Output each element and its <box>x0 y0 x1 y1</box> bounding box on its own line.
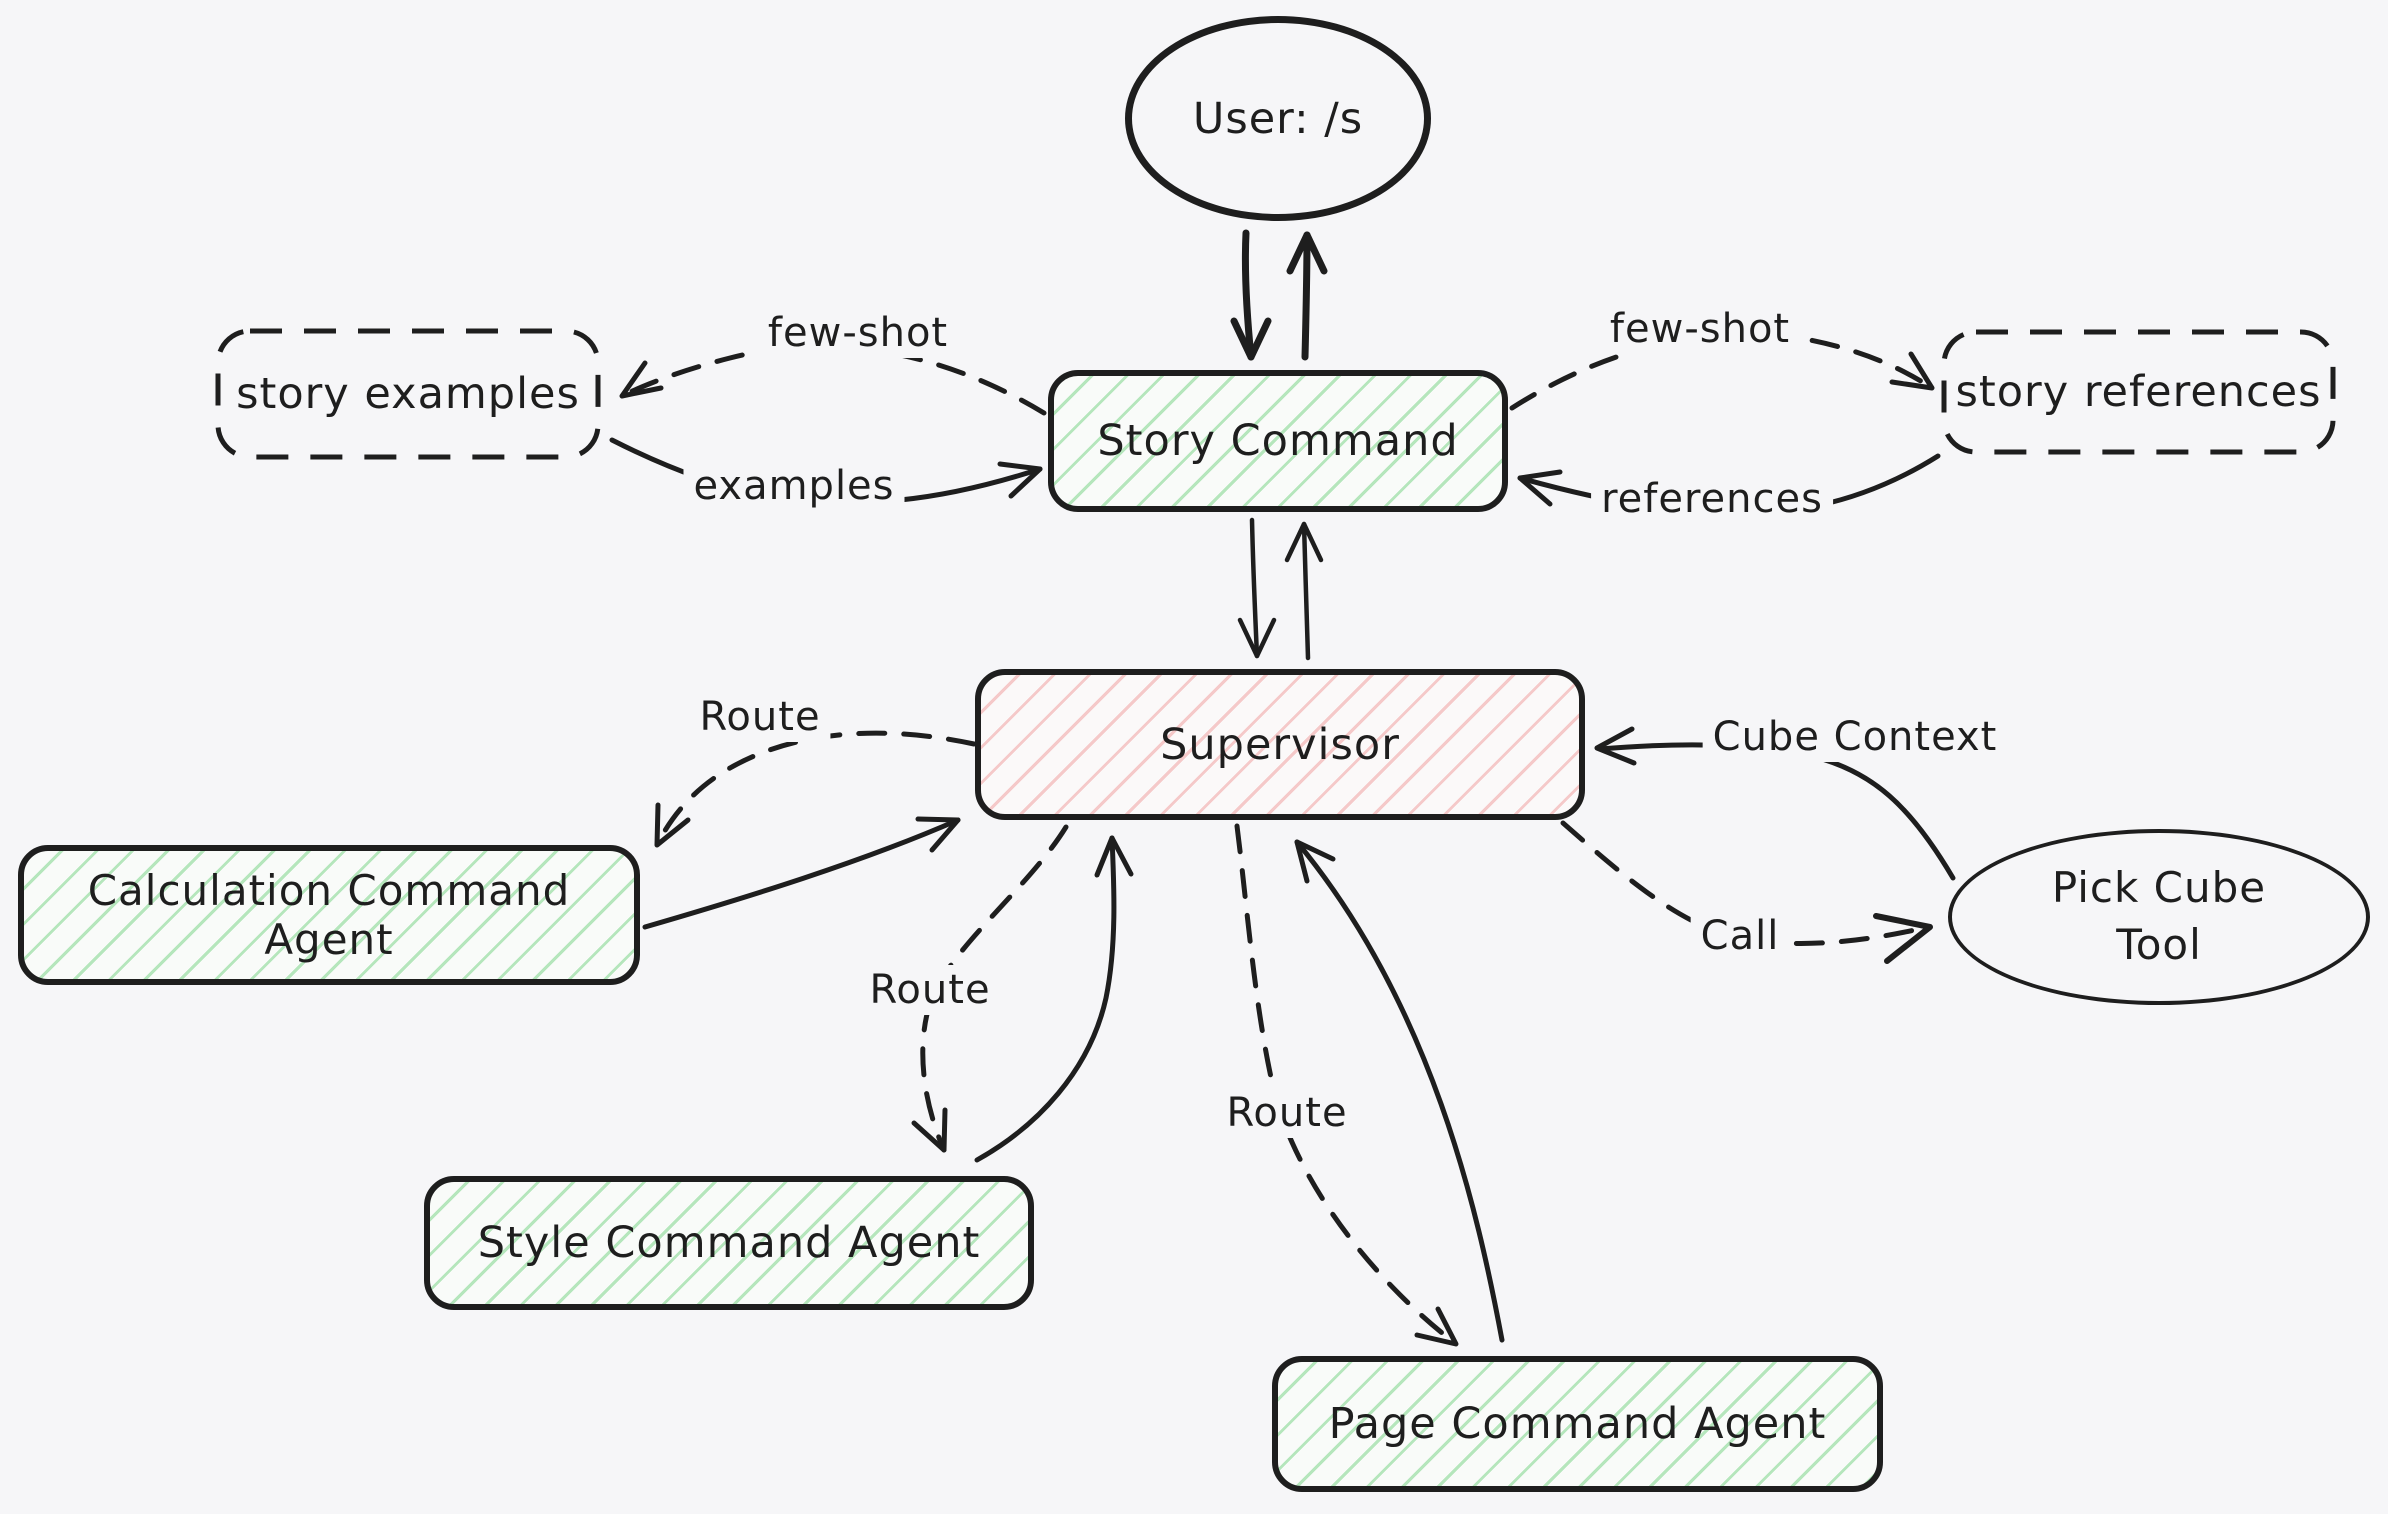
node-style-agent-label: Style Command Agent <box>477 1218 981 1268</box>
edge-style-to-supervisor <box>974 835 1134 1163</box>
edge-label-route-left: Route <box>689 692 831 742</box>
story-references-border <box>1941 329 2336 455</box>
edge-story-to-user <box>1286 231 1328 361</box>
node-style-agent: Style Command Agent <box>424 1176 1034 1310</box>
edge-route-right <box>1234 823 1459 1347</box>
edge-label-few-shot-left: few-shot <box>757 308 959 358</box>
node-calculation-agent: Calculation Command Agent <box>18 845 640 985</box>
node-story-examples: story examples <box>218 331 598 457</box>
node-supervisor-label: Supervisor <box>1160 719 1400 770</box>
edge-label-examples: examples <box>683 461 905 511</box>
node-page-agent: Page Command Agent <box>1272 1356 1883 1492</box>
story-examples-border <box>215 328 601 460</box>
edge-label-cube-context: Cube Context <box>1702 712 2008 762</box>
node-story-command: Story Command <box>1048 370 1508 512</box>
edge-label-route-middle: Route <box>859 965 1001 1015</box>
node-story-references: story references <box>1944 332 2333 452</box>
edge-route-left <box>654 730 977 848</box>
edge-label-call: Call <box>1690 911 1790 961</box>
edge-label-route-right: Route <box>1216 1088 1358 1138</box>
edge-page-to-supervisor <box>1294 839 1505 1343</box>
node-user: User: /s <box>1125 16 1431 221</box>
node-story-references-label: story references <box>1955 367 2322 417</box>
edge-label-references: references <box>1591 474 1833 524</box>
node-user-label: User: /s <box>1192 93 1364 144</box>
node-story-examples-label: story examples <box>236 369 580 419</box>
edge-calc-to-supervisor <box>642 816 961 930</box>
node-pick-cube-tool-label: Pick Cube Tool <box>2051 863 2267 969</box>
edge-user-to-story <box>1230 229 1272 361</box>
node-supervisor: Supervisor <box>975 669 1585 820</box>
node-page-agent-label: Page Command Agent <box>1328 1399 1827 1449</box>
node-calculation-agent-label: Calculation Command Agent <box>87 866 571 964</box>
edge-story-to-supervisor <box>1237 517 1277 659</box>
edge-route-middle <box>911 824 1069 1153</box>
node-story-command-label: Story Command <box>1097 416 1459 466</box>
node-pick-cube-tool: Pick Cube Tool <box>1948 829 2370 1005</box>
edge-supervisor-to-story <box>1284 521 1324 661</box>
edge-label-few-shot-right: few-shot <box>1599 304 1801 354</box>
